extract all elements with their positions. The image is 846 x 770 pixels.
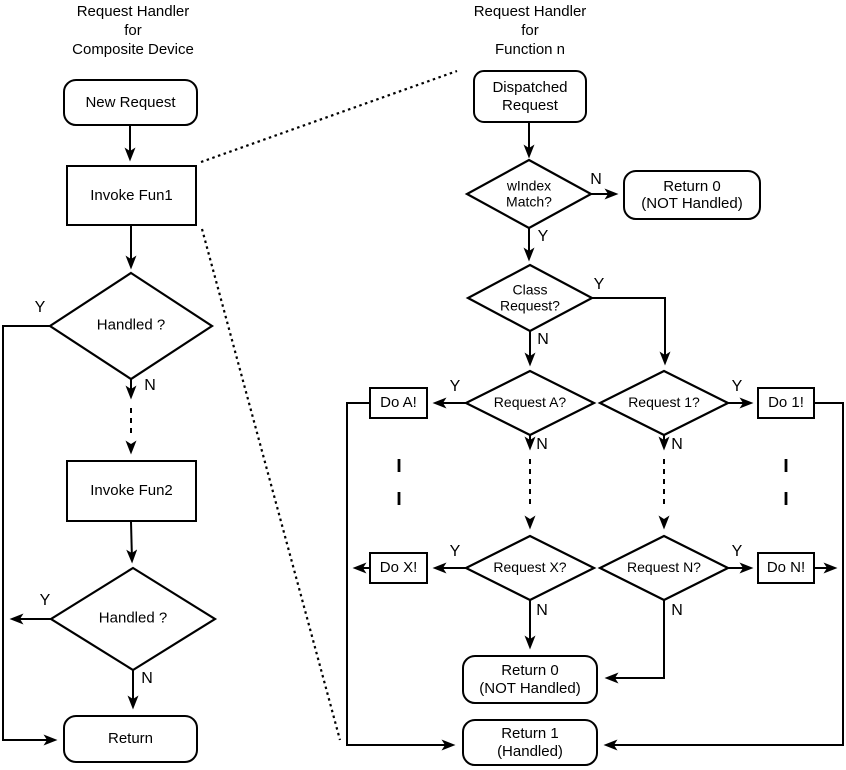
ellipsis-marks — [397, 459, 788, 505]
zoom-dotted-bottom-line — [200, 228, 342, 741]
dispatched-request-node: Dispatched Request — [473, 70, 587, 123]
request-n-no-label: N — [671, 602, 683, 619]
return0-bottom-node: Return 0 (NOT Handled) — [462, 655, 598, 704]
request-1-diamond — [597, 369, 731, 437]
class-request-diamond — [465, 263, 595, 333]
request-x-label: Request X? — [493, 559, 567, 576]
class-request-label: Class Request? — [500, 281, 560, 313]
do-a-node: Do A! — [369, 387, 428, 419]
request-1-no-label: N — [671, 436, 683, 453]
request-1-label: Request 1? — [628, 394, 700, 411]
handled2-no-label: N — [141, 670, 153, 687]
zoom-dotted-top-line — [200, 69, 458, 164]
zoom-dotted-lines — [200, 69, 458, 741]
new-request-node: New Request — [63, 79, 198, 126]
request-x-yes-label: Y — [449, 543, 461, 560]
handled1-diamond — [47, 271, 215, 381]
do-x-node: Do X! — [369, 552, 428, 584]
arrow-fun2-to-handled2 — [126, 521, 138, 564]
handled1-no-label: N — [144, 377, 156, 394]
handled2-label: Handled ? — [98, 609, 168, 627]
arrow-class-yes-to-request1 — [592, 297, 671, 366]
return1-node: Return 1 (Handled) — [462, 719, 598, 766]
windex-match-diamond — [464, 158, 594, 230]
request-a-label: Request A? — [493, 394, 567, 411]
handled1-yes-label: Y — [34, 299, 46, 316]
windex-match-label: wIndex Match? — [506, 177, 552, 209]
arrow-requestN-no-to-return0 — [604, 600, 665, 684]
request-n-diamond — [597, 534, 731, 602]
windex-yes-label: Y — [537, 228, 549, 245]
request-x-diamond — [463, 534, 597, 602]
request-a-yes-label: Y — [449, 378, 461, 395]
handled1-label: Handled ? — [96, 316, 166, 334]
do-n-node: Do N! — [757, 552, 815, 584]
request-1-yes-label: Y — [731, 378, 743, 395]
class-yes-label: Y — [593, 276, 605, 293]
request-a-diamond — [463, 369, 597, 437]
request-n-yes-label: Y — [731, 543, 743, 560]
left-connectors — [2, 126, 139, 746]
return0-top-node: Return 0 (NOT Handled) — [623, 170, 761, 220]
invoke-fun1-node: Invoke Fun1 — [66, 165, 197, 226]
request-a-no-label: N — [536, 436, 548, 453]
rail-handled1-yes-to-return — [2, 325, 58, 746]
rail-do1-to-return1 — [603, 402, 844, 751]
do-1-node: Do 1! — [757, 387, 815, 419]
decision-diamonds — [47, 158, 731, 672]
windex-no-label: N — [590, 171, 602, 188]
right-connectors — [346, 123, 844, 751]
invoke-fun2-node: Invoke Fun2 — [66, 460, 197, 522]
left-chart-title: Request Handler for Composite Device — [72, 3, 194, 58]
handled2-yes-label: Y — [39, 592, 51, 609]
request-x-no-label: N — [536, 602, 548, 619]
request-n-label: Request N? — [627, 559, 701, 576]
class-no-label: N — [537, 331, 549, 348]
return-node: Return — [63, 715, 198, 763]
right-chart-title: Request Handler for Function n — [473, 3, 587, 58]
rail-doA-to-return1 — [346, 402, 456, 751]
handled2-diamond — [48, 566, 218, 672]
